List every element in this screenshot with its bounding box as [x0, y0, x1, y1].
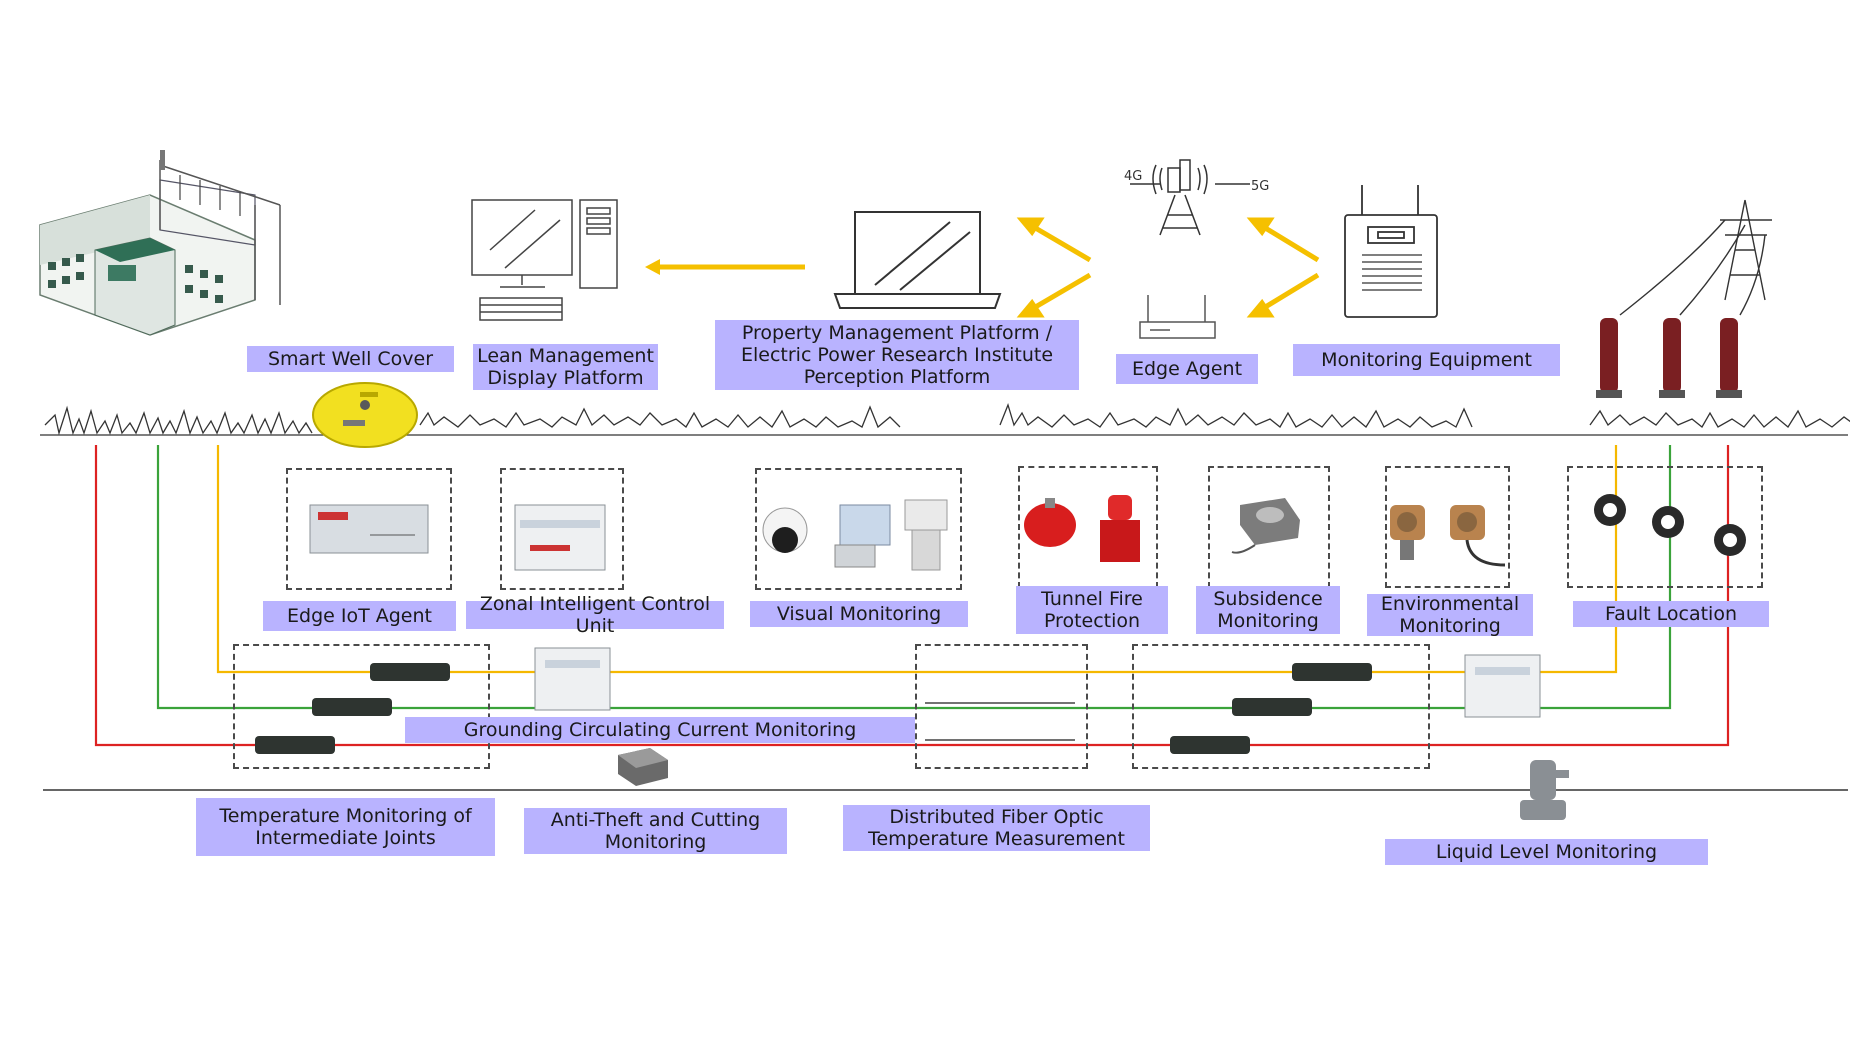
zonal-control-label: Zonal Intelligent Control Unit [466, 593, 724, 637]
insulator-icon [1596, 318, 1742, 398]
fiber-optic-label: Distributed Fiber Optic Temperature Meas… [843, 805, 1150, 851]
laptop-icon [833, 211, 1002, 309]
cable-lines [94, 445, 1730, 747]
control-unit-icon [534, 647, 1541, 718]
visual-monitoring-label: Visual Monitoring [750, 601, 968, 627]
camera-icon [762, 499, 948, 571]
monitor-device-icon [1344, 185, 1438, 318]
fiber-lines [925, 702, 1075, 741]
edge-iot-device-icon [309, 504, 429, 554]
environmental-label: Environmental Monitoring [1367, 593, 1533, 637]
edge-iot-agent-label: Edge IoT Agent [263, 601, 456, 631]
zonal-unit-box [500, 468, 624, 590]
pump-icon [1520, 760, 1569, 820]
fault-location-box [1567, 466, 1763, 588]
alarm-icon [1100, 495, 1140, 562]
liquid-level-label: Liquid Level Monitoring [1385, 839, 1708, 865]
fault-sensor-icon [1594, 494, 1746, 556]
well-cover-icon [312, 382, 418, 448]
ground-grass [40, 403, 1850, 436]
grounding-current-label: Grounding Circulating Current Monitoring [405, 717, 915, 743]
gas-detector-icon [1390, 505, 1506, 567]
edge-iot-box [286, 468, 452, 590]
zonal-unit-icon [514, 504, 606, 571]
band-5g-label: 5G [1251, 179, 1269, 194]
fiber-optic-box [915, 644, 1088, 769]
property-management-label: Property Management Platform / Electric … [715, 320, 1079, 390]
subsidence-label: Subsidence Monitoring [1196, 586, 1340, 634]
fault-location-label: Fault Location [1573, 601, 1769, 627]
cable-sensor-icon [255, 663, 1372, 754]
temperature-joints-box [233, 644, 490, 769]
right-joints-box [1132, 644, 1430, 769]
building-icon [39, 150, 281, 336]
subsidence-sensor-icon [1231, 498, 1300, 554]
subsidence-box [1208, 466, 1330, 588]
fire-extinguisher-icon [1024, 498, 1076, 547]
monitoring-equipment-label: Monitoring Equipment [1293, 344, 1560, 376]
visual-monitoring-box [755, 468, 962, 590]
band-4g-label: 4G [1124, 169, 1142, 184]
computer-icon [471, 199, 618, 321]
lean-management-label: Lean Management Display Platform [473, 344, 658, 390]
router-icon [1139, 295, 1216, 339]
edge-agent-label: Edge Agent [1116, 354, 1258, 384]
environmental-box [1385, 466, 1510, 588]
tunnel-fire-box [1018, 466, 1158, 588]
tunnel-fire-label: Tunnel Fire Protection [1016, 586, 1168, 634]
link-arrows-left [1016, 217, 1320, 318]
arrow-to-display [645, 259, 805, 275]
tower-icon: 4G 5G [1124, 159, 1269, 236]
smart-well-cover-label: Smart Well Cover [247, 346, 454, 372]
temperature-joints-label: Temperature Monitoring of Intermediate J… [196, 798, 495, 856]
pylon-icon [1619, 199, 1772, 316]
anti-theft-label: Anti-Theft and Cutting Monitoring [524, 808, 787, 854]
anti-theft-sensor-icon [618, 748, 668, 786]
